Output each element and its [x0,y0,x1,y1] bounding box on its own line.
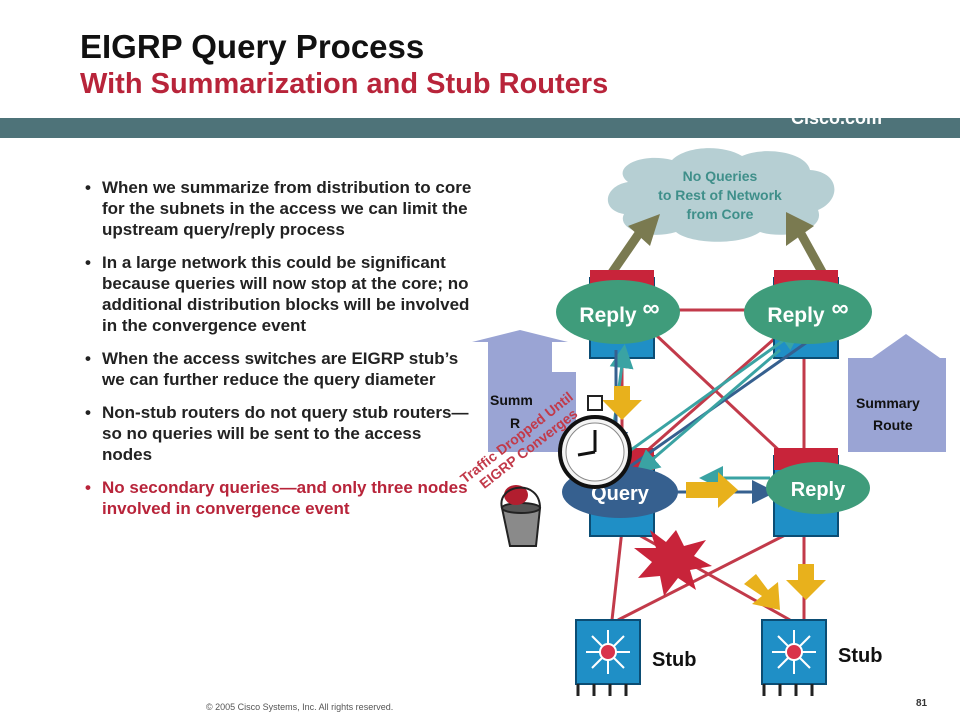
summary-label-left-2: R [510,415,520,431]
reply-line-2 [635,348,781,474]
arrowhead-cloud-left [628,214,660,246]
reply-bubble-right [744,280,872,344]
slide-title: EIGRP Query Process [80,28,425,65]
cloud-text-2: to Rest of Network [658,187,782,203]
reply-bubble-right-label: Reply [767,304,825,327]
stub-switch-right [761,619,827,696]
summary-label-right-2: Route [873,417,913,433]
header-band [0,118,960,138]
copyright-footer: © 2005 Cisco Systems, Inc. All rights re… [206,702,394,712]
reply-bubble-left-label: Reply [579,304,637,327]
bullet-item: When we summarize from distribution to c… [82,177,472,240]
bullet-list: When we summarize from distribution to c… [82,177,472,531]
summary-route-arrow-left [472,330,576,452]
stub-label-left: Stub [652,649,696,671]
cloud-text-1: No Queries [683,168,758,184]
page-number: 81 [916,698,928,709]
bucket-icon [500,485,542,547]
infinity-left: ∞ [642,295,659,322]
bullet-item: Non-stub routers do not query stub route… [82,402,472,465]
summary-route-arrow-right [848,334,946,452]
cloud-text-3: from Core [687,206,754,222]
network-cloud [607,148,835,242]
bullet-item: In a large network this could be signifi… [82,252,472,336]
slide-subtitle: With Summarization and Stub Routers [80,68,609,100]
infinity-right: ∞ [831,295,848,322]
reply-bubble-distribution-label: Reply [791,479,846,501]
arrowhead-cloud-right [786,212,814,246]
stopwatch-icon [558,395,632,489]
failure-explosion [634,530,712,596]
summary-label-left: Summ [490,392,533,408]
stub-switch-left [575,619,641,696]
query-bubble-label: Query [591,483,650,505]
bullet-item: When the access switches are EIGRP stub’… [82,348,472,390]
reply-bubble-distribution [766,462,870,514]
stub-label-right: Stub [838,645,882,667]
bullet-item-highlight: No secondary queries—and only three node… [82,477,472,519]
yellow-arrows [602,386,826,610]
cisco-brand: Cisco.com [790,108,882,128]
reply-line-1 [609,326,803,467]
summary-label-right: Summary [856,395,920,411]
reply-bubble-left [556,280,680,344]
